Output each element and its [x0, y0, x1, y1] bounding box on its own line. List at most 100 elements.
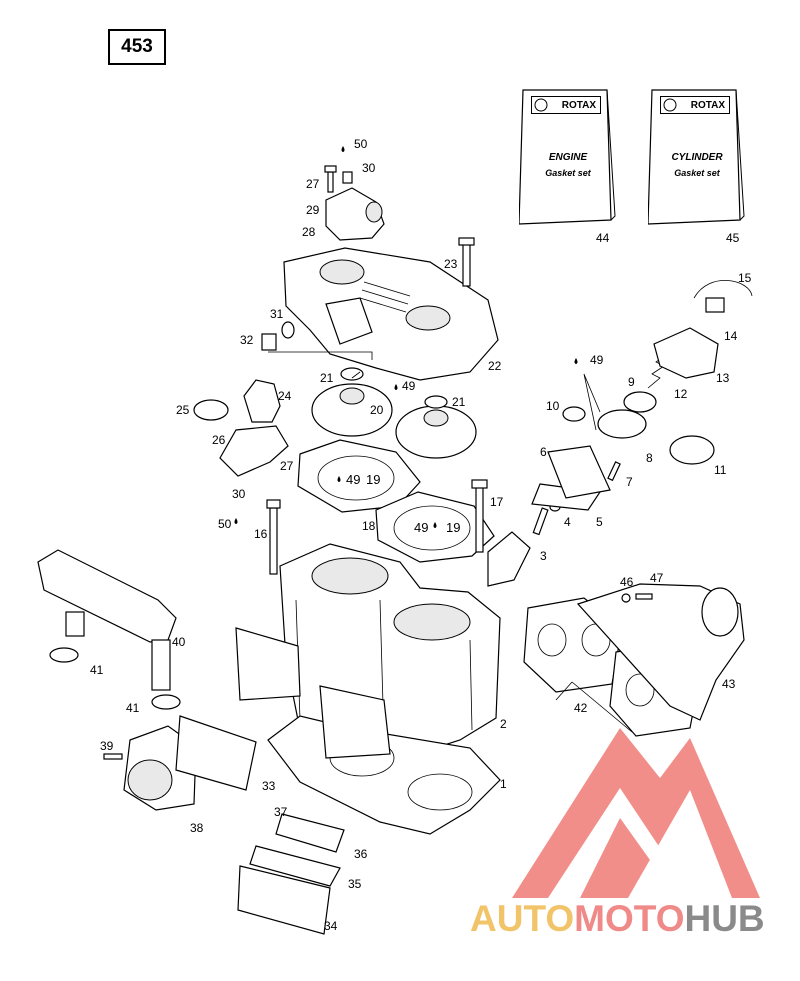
- booklet-outline: [519, 89, 616, 225]
- o-ring: [424, 395, 448, 409]
- watermark-part-3: HUB: [684, 898, 765, 939]
- callout-24: 24: [278, 389, 292, 403]
- callout-25: 25: [176, 403, 190, 417]
- callout-labels: 1 2 3 4 5 6 7 8 9 10 11 12 13 14 15 16 1…: [90, 137, 752, 933]
- callout-1: 1: [500, 777, 507, 791]
- reed-valve-block: [235, 627, 301, 701]
- rubber-hose: [151, 639, 171, 691]
- sealing-washer: [281, 321, 295, 339]
- callout-37: 37: [274, 805, 288, 819]
- bolt: [458, 237, 475, 287]
- callout-21b: 21: [452, 395, 466, 409]
- callout-10: 10: [546, 399, 560, 413]
- watermark-part-1: AUTO: [470, 898, 575, 939]
- thermostat-seal: [193, 399, 229, 421]
- booklet-brand: ROTAX: [660, 96, 730, 114]
- o-ring: [669, 435, 715, 465]
- callout-47: 47: [650, 571, 664, 585]
- callout-5: 5: [596, 515, 603, 529]
- outlet-port: [365, 201, 383, 223]
- callout-31: 31: [270, 307, 284, 321]
- booklet-brand: ROTAX: [531, 96, 601, 114]
- callout-13: 13: [716, 371, 730, 385]
- leader-lines: [268, 351, 633, 733]
- rave-valve: [487, 531, 531, 587]
- callout-28: 28: [302, 225, 316, 239]
- gasket-label-49: 49: [346, 472, 360, 487]
- callout-29: 29: [306, 203, 320, 217]
- thermostat-elbow: [219, 425, 289, 477]
- page-number-box: 453: [108, 29, 166, 65]
- watermark-part-2: MOTO: [574, 898, 685, 939]
- watermark-logo: [512, 728, 760, 898]
- plug: [261, 333, 277, 351]
- callout-16: 16: [254, 527, 268, 541]
- hose-clamp: [49, 647, 79, 663]
- callout-26: 26: [212, 433, 226, 447]
- chamber-boss: [339, 387, 365, 405]
- callout-8: 8: [646, 451, 653, 465]
- spring-clip: [693, 280, 753, 299]
- callout-2: 2: [500, 717, 507, 731]
- callout-40: 40: [172, 635, 186, 649]
- gasket-label-19: 19: [366, 472, 380, 487]
- screw: [324, 165, 337, 193]
- callout-15: 15: [738, 271, 752, 285]
- callout-4: 4: [564, 515, 571, 529]
- gasket-bore: [407, 773, 473, 811]
- callout-6: 6: [540, 445, 547, 459]
- callout-32: 32: [240, 333, 254, 347]
- bolt: [471, 479, 488, 553]
- booklet-subtitle: Gasket set: [674, 168, 720, 178]
- gasket-bore: [317, 455, 395, 501]
- callout-41a: 41: [90, 663, 104, 677]
- gasket-port: [625, 673, 655, 707]
- booklet-title: ENGINE: [548, 152, 588, 163]
- screw: [607, 461, 621, 482]
- callout-30a: 30: [362, 161, 376, 175]
- valve-piston: [597, 409, 647, 439]
- callout-45: 45: [726, 231, 740, 245]
- callout-20: 20: [370, 403, 384, 417]
- reed-spacer: [275, 813, 345, 853]
- o-ring: [562, 406, 586, 422]
- callout-3: 3: [540, 549, 547, 563]
- head-gasket: [297, 439, 421, 513]
- callout-38: 38: [190, 821, 204, 835]
- manifold-outlet: [701, 587, 739, 637]
- reed-valve-block: [319, 685, 391, 759]
- screw: [635, 593, 653, 600]
- gasket-label-19: 19: [446, 520, 460, 535]
- valve-seal: [623, 391, 657, 413]
- gasket-label-49: 49: [414, 520, 428, 535]
- intake-silencer: [37, 549, 177, 643]
- callout-27a: 27: [306, 177, 320, 191]
- callout-18: 18: [362, 519, 376, 533]
- callout-27b: 27: [280, 459, 294, 473]
- bolt: [266, 499, 281, 575]
- chamber-boss: [423, 409, 449, 427]
- callout-17: 17: [490, 495, 504, 509]
- callout-42: 42: [574, 701, 588, 715]
- flange-bore: [127, 759, 173, 801]
- callout-36: 36: [354, 847, 368, 861]
- callout-46: 46: [620, 575, 634, 589]
- callout-39: 39: [100, 739, 114, 753]
- valve-housing: [547, 445, 611, 499]
- valve-cover: [653, 327, 719, 379]
- valve-cap: [705, 297, 725, 313]
- callout-44: 44: [596, 231, 610, 245]
- rubber-hose: [65, 611, 85, 637]
- cylinder-head: [283, 247, 499, 381]
- callout-9: 9: [628, 375, 635, 389]
- callout-41b: 41: [126, 701, 140, 715]
- booklet-subtitle: Gasket set: [545, 168, 591, 178]
- gasket-bore: [393, 505, 471, 551]
- watermark-text: AUTOMOTOHUB: [470, 898, 800, 939]
- callout-43: 43: [722, 677, 736, 691]
- hose-clamp: [151, 694, 181, 710]
- engine-gasket-set-booklet: ROTAX ENGINE Gasket set: [519, 88, 617, 228]
- o-ring: [340, 367, 364, 381]
- callout-34: 34: [324, 919, 338, 933]
